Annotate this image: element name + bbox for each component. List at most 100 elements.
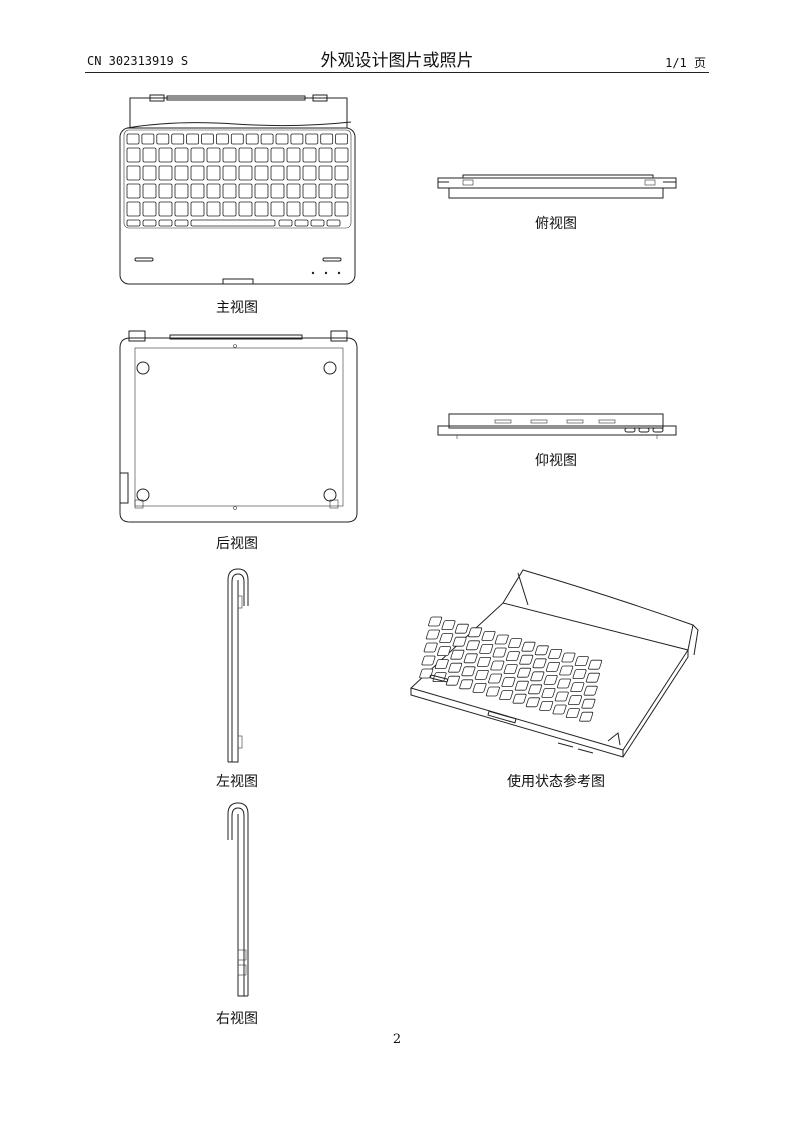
keyboard-key [294,219,309,227]
keyboard-key [222,183,237,199]
top-view-drawing [437,174,677,199]
keyboard-key [201,133,214,145]
back-view-drawing [119,330,358,523]
keyboard-key [505,651,520,661]
keyboard-key [463,653,478,664]
keyboard-key [548,649,563,659]
keyboard-key [158,201,173,217]
keyboard-key [554,691,569,702]
keyboard-key [142,219,157,227]
keyboard-key [559,665,574,676]
keyboard-key [465,640,480,651]
keyboard-key [142,165,157,181]
keyboard-key [499,690,514,700]
keyboard-key [521,641,536,652]
patent-number: CN 302313919 S [87,54,189,68]
keyboard-key [528,684,543,695]
keyboard-key [286,183,301,199]
keyboard-key [450,649,465,660]
keyboard-key [222,165,237,181]
keyboard-key [126,183,141,199]
keyboard-key [158,147,173,163]
keyboard-key [318,201,333,217]
keyboard-key [448,662,463,673]
keyboard-key [488,673,503,684]
reference-view-drawing [410,569,699,758]
keyboard-key [156,133,170,145]
keyboard-key [468,627,483,638]
keyboard-key [286,201,301,217]
keyboard-key [286,165,301,181]
reference-view-caption: 使用状态参考图 [507,774,605,790]
keyboard-key [302,147,317,163]
keyboard-key [302,165,317,181]
bottom-view-caption: 仰视图 [535,453,577,469]
header-divider [85,72,709,73]
keyboard-key [441,620,456,630]
keyboard-key [512,693,527,704]
keyboard-key [318,183,333,199]
keyboard-key [126,133,140,145]
keyboard-key [437,646,451,656]
keyboard-key [494,634,509,645]
page-number: 2 [392,1032,402,1047]
keyboard-key [320,133,334,145]
keyboard-key [238,165,253,181]
keyboard-key [278,219,293,227]
keyboard-key [318,147,333,163]
keyboard-key [190,183,205,199]
keyboard-key [574,656,589,666]
keyboard-key [222,147,237,163]
keyboard-key [428,616,443,627]
keyboard-key [517,667,531,678]
keyboard-key [481,631,496,641]
keyboard-key [158,165,173,181]
left-view-caption: 左视图 [216,774,258,790]
keyboard-key [326,219,341,227]
keyboard-key [142,147,157,163]
keyboard-key [141,133,155,145]
keyboard-key [552,704,567,715]
keyboard-key [334,201,349,217]
top-view-caption: 俯视图 [535,216,577,232]
keyboard-key [334,147,349,163]
keyboard-key [492,647,507,658]
keyboard-key [334,183,349,199]
keyboard-key [539,700,554,711]
keyboard-key [270,147,285,163]
keyboard-key [421,655,436,666]
keyboard-key [190,147,205,163]
keyboard-key [434,659,449,669]
keyboard-key [126,219,141,227]
keyboard-key [543,675,558,685]
keyboard-key [142,183,157,199]
keyboard-key [588,659,603,670]
keyboard-key [579,711,594,722]
keyboard-key [275,133,289,145]
keyboard-key [425,629,440,640]
keyboard-key [423,642,438,653]
keyboard-key [254,201,269,217]
keyboard-key [245,133,259,145]
keyboard-key [230,133,244,145]
bottom-view-drawing [437,413,677,439]
keyboard-key [206,147,221,163]
keyboard-key [557,678,571,689]
keyboard-key [126,201,141,217]
keyboard-key [302,201,317,217]
keyboard-key [581,698,596,709]
keyboard-key [514,680,529,691]
keyboard-key [126,147,141,163]
keyboard-key [126,165,141,181]
keyboard-key [174,165,189,181]
keyboard-key [334,165,349,181]
keyboard-key [270,183,285,199]
keyboard-key [254,147,269,163]
keyboard-key [565,708,580,719]
keyboard-key [572,669,587,679]
keyboard-key [439,633,454,643]
keyboard-key [541,688,556,698]
keyboard-key [238,147,253,163]
keyboard-key [190,165,205,181]
right-view-caption: 右视图 [216,1011,258,1027]
